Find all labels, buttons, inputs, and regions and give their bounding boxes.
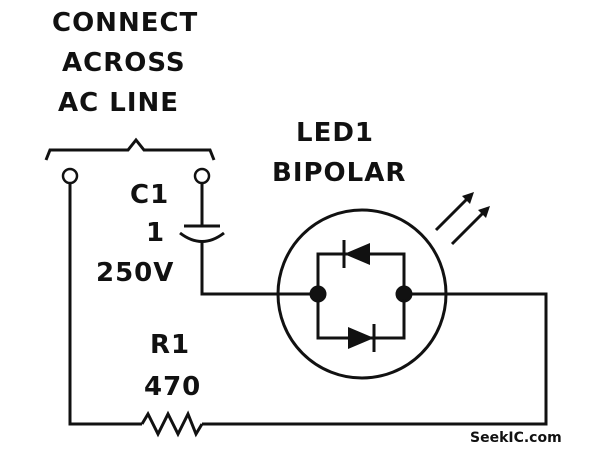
light-arrow-1 — [434, 194, 472, 232]
capacitor-name-label: C1 — [130, 180, 170, 210]
ac-note-line-2: ACROSS — [62, 48, 186, 78]
watermark: SeekIC.com — [470, 430, 562, 446]
ac-terminal-right — [193, 167, 211, 185]
diode-top-icon — [344, 243, 370, 265]
wire-left — [68, 183, 142, 426]
light-arrowhead-1 — [462, 192, 474, 204]
led-type-label: BIPOLAR — [272, 158, 407, 188]
light-arrow-2 — [450, 208, 488, 246]
ac-line-brace — [44, 137, 216, 161]
ac-note-line-3: AC LINE — [58, 88, 180, 118]
led-name-label: LED1 — [296, 118, 375, 148]
junction-left — [309, 285, 327, 303]
led-internal-bottom — [316, 294, 406, 340]
resistor-name-label: R1 — [150, 330, 191, 360]
wire-cap-to-led — [200, 241, 318, 296]
capacitor-plate-bottom — [179, 231, 225, 243]
capacitor-value-label: 1 — [146, 218, 166, 248]
capacitor-voltage-label: 250V — [96, 258, 175, 288]
diode-bottom-icon — [348, 327, 374, 349]
resistor-value-label: 470 — [144, 372, 202, 402]
ac-note-line-1: CONNECT — [52, 8, 199, 38]
light-arrowhead-2 — [478, 206, 490, 218]
ac-terminal-left — [61, 167, 79, 185]
wire-right — [202, 292, 548, 426]
resistor-zigzag — [140, 410, 204, 438]
